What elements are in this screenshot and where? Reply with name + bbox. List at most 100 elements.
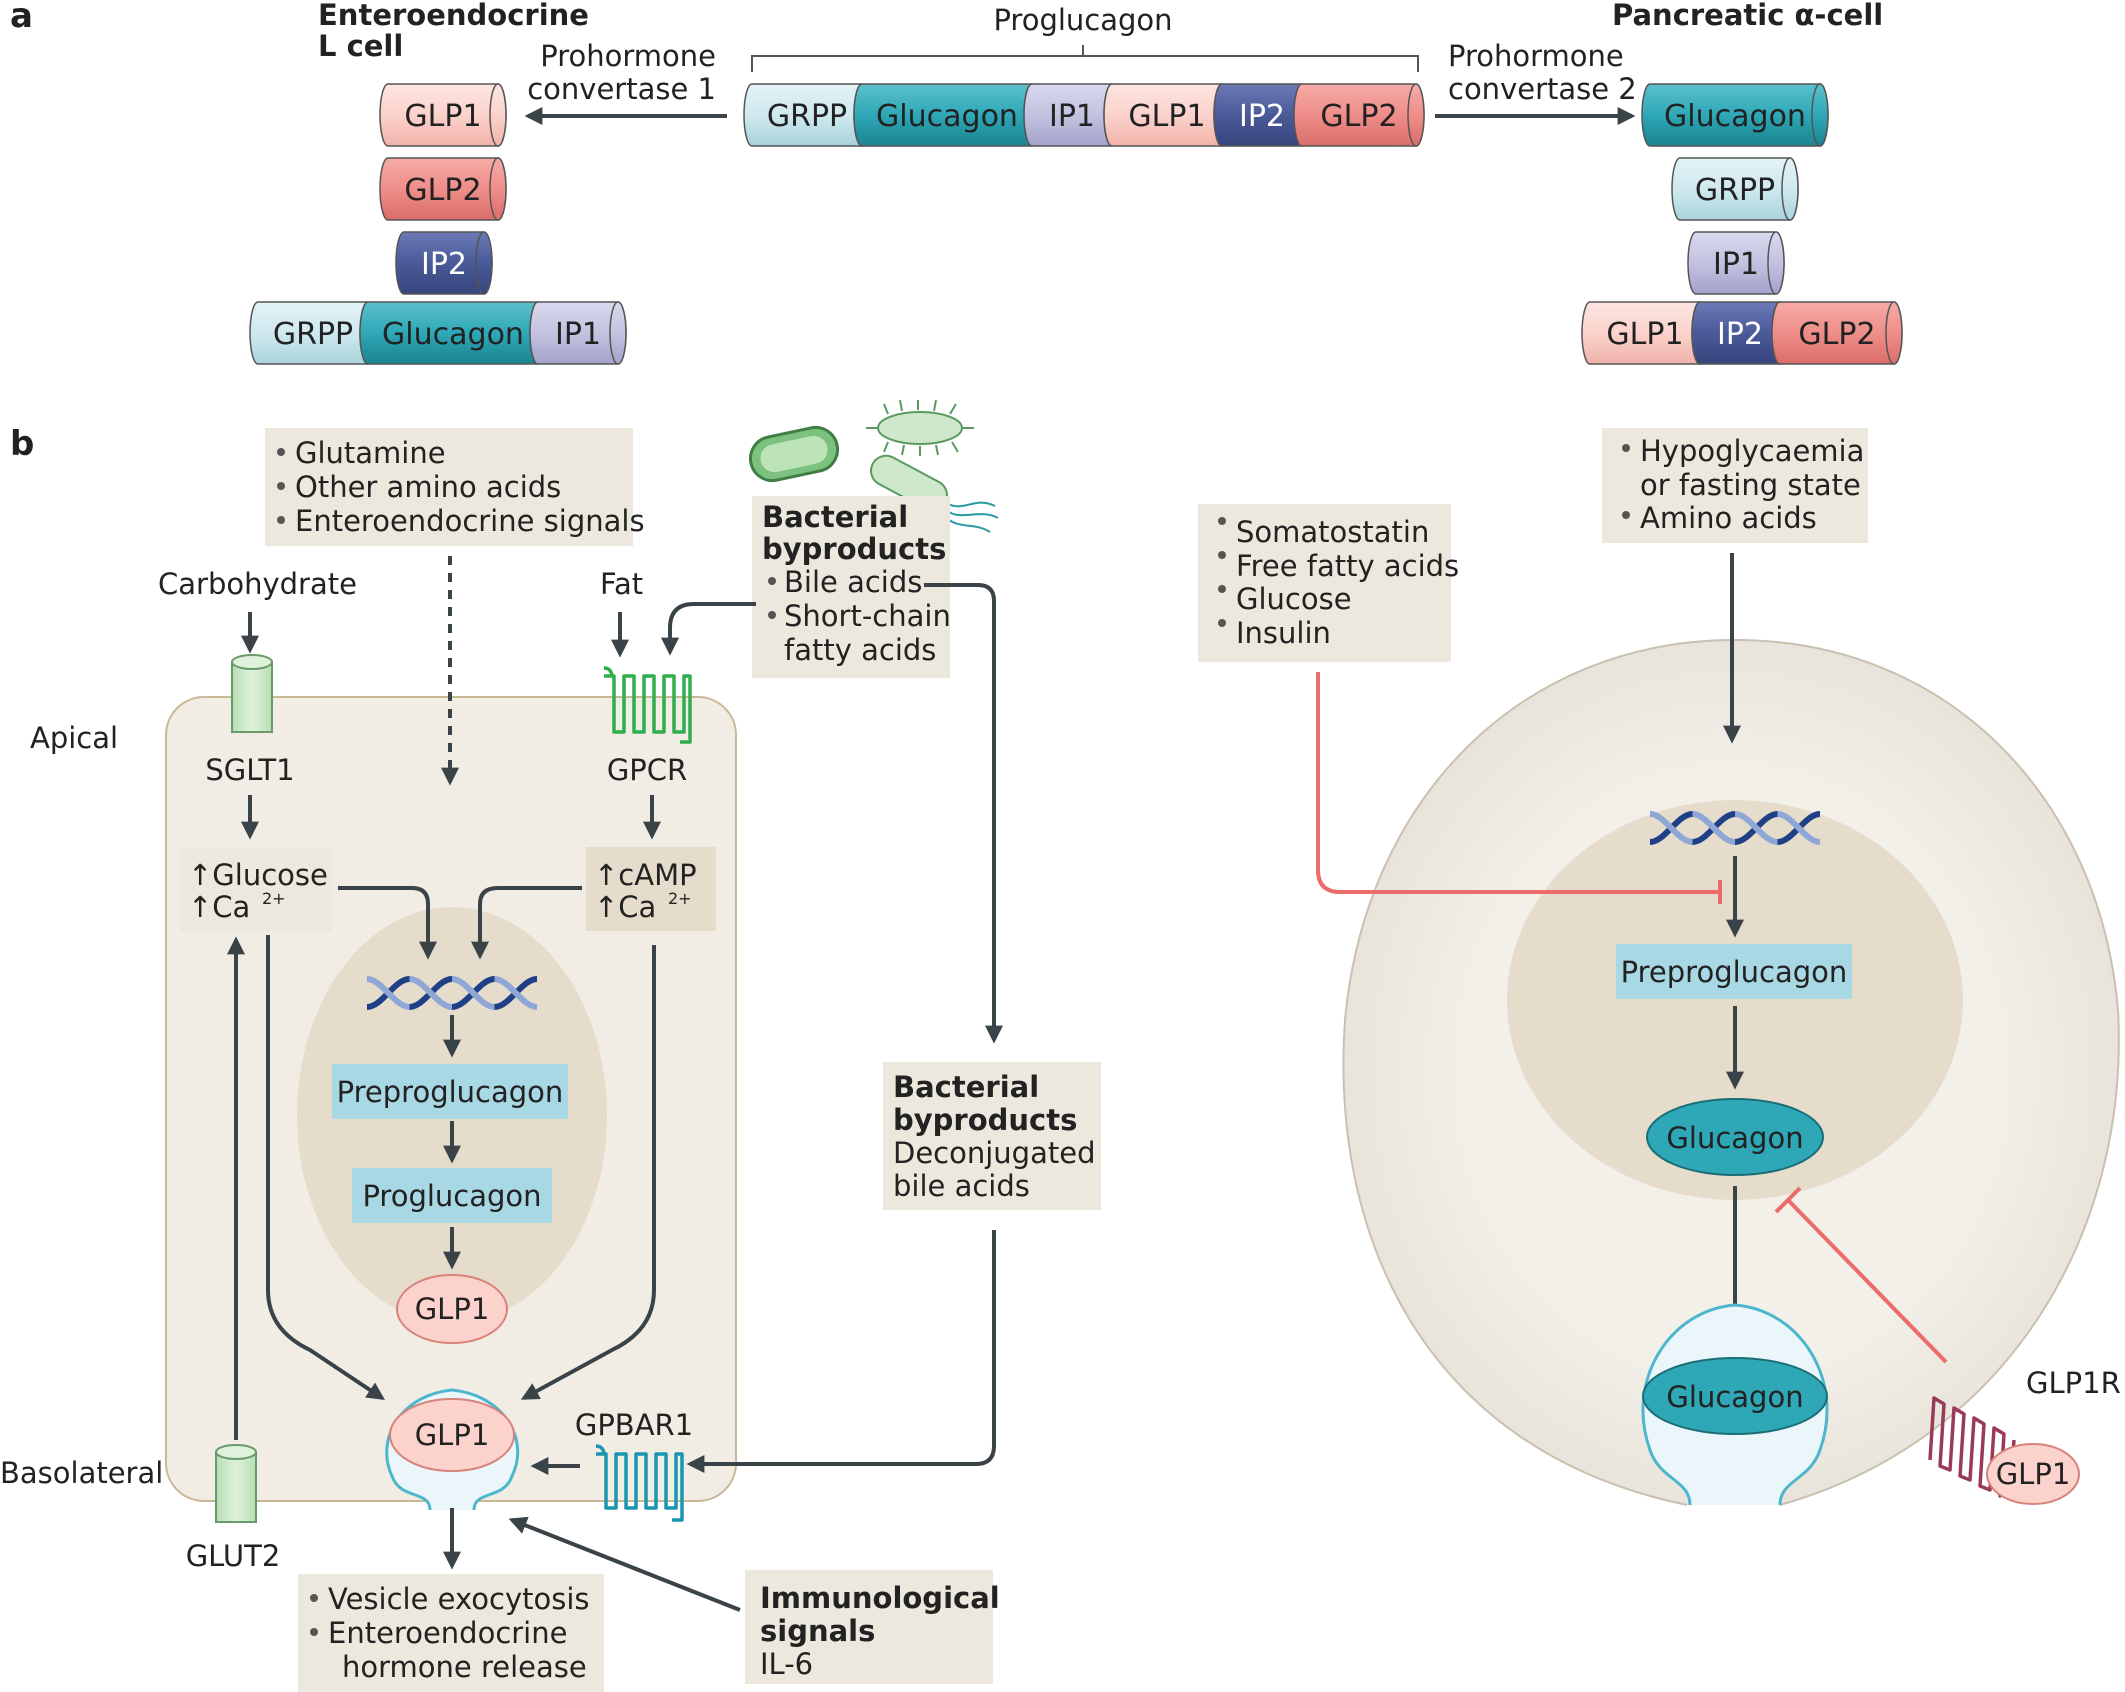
proglucagon-box-left (352, 1168, 552, 1223)
alpha-glucagon-row: Glucagon (1641, 83, 1829, 147)
bile-acids-to-gpcr-arrow (661, 602, 756, 656)
l-cell-title-line2: L cell (318, 29, 403, 63)
calcium-up-right: ↑Ca (594, 890, 656, 924)
bacterial-mid-title-2: byproducts (893, 1103, 1077, 1137)
sglt1-transporter-icon (231, 654, 273, 733)
segment-label-glp1: GLP1 (1128, 99, 1205, 134)
alpha-grpp-row: GRPP (1671, 157, 1799, 221)
l-cell-ip2-row: IP2 (395, 231, 493, 295)
glp1-vesicle-oval (389, 1398, 515, 1472)
calcium-up-left: ↑Ca (188, 890, 250, 924)
segment-label-ip2: IP2 (1239, 99, 1285, 134)
inhibitor-item-1: Somatostatin (1236, 515, 1429, 549)
bacterial-top-item-2: Short-chain (784, 599, 951, 633)
sglt1-label: SGLT1 (205, 753, 294, 787)
segment-label-glp1: GLP1 (404, 99, 481, 134)
glucose-to-nucleus-arrow (338, 886, 437, 960)
glp1r-receptor-icon (1928, 1396, 2016, 1498)
inhibitor-line (1316, 672, 1718, 894)
stimulus-box (1602, 428, 1868, 543)
segment-label-glp2: GLP2 (404, 173, 481, 208)
segment-grpp: GRPP (1671, 157, 1799, 221)
pc2-label-line1: Prohormone (1448, 39, 1624, 73)
glucagon-vesicle-label: Glucagon (1666, 1380, 1803, 1414)
amino-item-3: Enteroendocrine signals (295, 504, 645, 538)
segment-label-ip1: IP1 (1713, 247, 1759, 282)
proglucagon-label-left: Proglucagon (362, 1179, 541, 1213)
glp1-extracellular-label: GLP1 (1996, 1457, 2071, 1491)
inhibitor-box (1198, 504, 1451, 662)
segment-label-glucagon: Glucagon (1664, 99, 1806, 134)
bacterial-mid-item-1: Deconjugated (893, 1136, 1095, 1170)
segment-label-glp2: GLP2 (1320, 99, 1397, 134)
segment-glucagon: Glucagon (359, 301, 547, 365)
glucose-up: ↑Glucose (188, 858, 328, 892)
deconjugated-to-gpbar1-arrow (686, 1230, 996, 1473)
preproglucagon-box-right (1616, 944, 1852, 999)
preproglucagon-box-left (332, 1064, 568, 1119)
bacterial-byproducts-box-top (752, 496, 950, 678)
immunological-title-1: Immunological (760, 1581, 1000, 1615)
pc1-label-line1: Prohormone (540, 39, 716, 73)
glp1r-inhibition-bar (1774, 1186, 1802, 1214)
gpbar1-label: GPBAR1 (575, 1408, 693, 1442)
bacterial-top-title-1: Bacterial (762, 500, 908, 534)
glp1-nucleus-label: GLP1 (415, 1292, 490, 1326)
segment-label-ip2: IP2 (1717, 317, 1763, 352)
bile-acids-to-bacterial-mid-arrow (924, 583, 1003, 1044)
camp-to-vesicle-arrow (520, 945, 656, 1400)
exocytosis-item-2: Enteroendocrine (328, 1616, 567, 1650)
gpcr-receptor-icon (604, 674, 692, 744)
exocytosis-box (298, 1574, 604, 1692)
glp1-extracellular-oval (1986, 1443, 2080, 1505)
amino-acids-box (265, 428, 633, 546)
panel-a-label: a (10, 0, 33, 36)
glucose-to-vesicle-arrow (266, 935, 385, 1400)
fat-label: Fat (600, 567, 643, 601)
bacterial-mid-item-2: bile acids (893, 1169, 1030, 1203)
preproglucagon-label-left: Preproglucagon (337, 1075, 564, 1109)
segment-ip1: IP1 (529, 301, 627, 365)
bacterial-top-item-3: fatty acids (784, 633, 936, 667)
camp-calcium-box (586, 847, 716, 931)
bacterial-top-title-2: byproducts (762, 532, 946, 566)
segment-grpp: GRPP (743, 83, 871, 147)
segment-label-grpp: GRPP (767, 99, 847, 134)
inhibitor-item-2: Free fatty acids (1236, 549, 1459, 583)
apical-label: Apical (30, 721, 118, 755)
il6-label: IL-6 (760, 1647, 813, 1681)
camp-to-nucleus-arrow (471, 886, 582, 960)
inhibitor-item-3: Glucose (1236, 582, 1352, 616)
exocytosis-item-1: Vesicle exocytosis (328, 1582, 590, 1616)
stimulus-item-3: Amino acids (1640, 501, 1817, 535)
segment-glp1: GLP1 (1581, 301, 1709, 365)
segment-glp2: GLP2 (1771, 301, 1903, 365)
segment-label-ip1: IP1 (1049, 99, 1095, 134)
camp-up: ↑cAMP (594, 858, 697, 892)
inhibitor-item-4: Insulin (1236, 616, 1331, 650)
glucose-calcium-box (180, 847, 332, 931)
segment-glp1: GLP1 (379, 83, 507, 147)
segment-glp2: GLP2 (379, 157, 507, 221)
segment-label-glucagon: Glucagon (382, 317, 524, 352)
proglucagon-bracket (751, 45, 1419, 72)
dna-helix-icon (366, 976, 538, 1010)
dna-helix-alpha-icon (1649, 811, 1821, 845)
glp1r-label: GLP1R (2026, 1366, 2121, 1400)
segment-glp2: GLP2 (1293, 83, 1425, 147)
glp1-nucleus-oval (396, 1274, 508, 1344)
calcium-superscript-left: 2+ (262, 889, 286, 908)
glp1-vesicle-label: GLP1 (415, 1418, 490, 1452)
gpbar1-receptor-icon (596, 1452, 684, 1522)
segment-label-grpp: GRPP (1695, 173, 1775, 208)
bacterial-top-item-1: Bile acids (784, 565, 922, 599)
segment-label-grpp: GRPP (273, 317, 353, 352)
alpha-cell-nucleus (1507, 800, 1963, 1200)
panel-b-label: b (10, 424, 34, 464)
glucagon-nucleus-label: Glucagon (1666, 1121, 1803, 1155)
segment-ip1: IP1 (1687, 231, 1785, 295)
glp1r-inhibition-line (1786, 1198, 1948, 1364)
